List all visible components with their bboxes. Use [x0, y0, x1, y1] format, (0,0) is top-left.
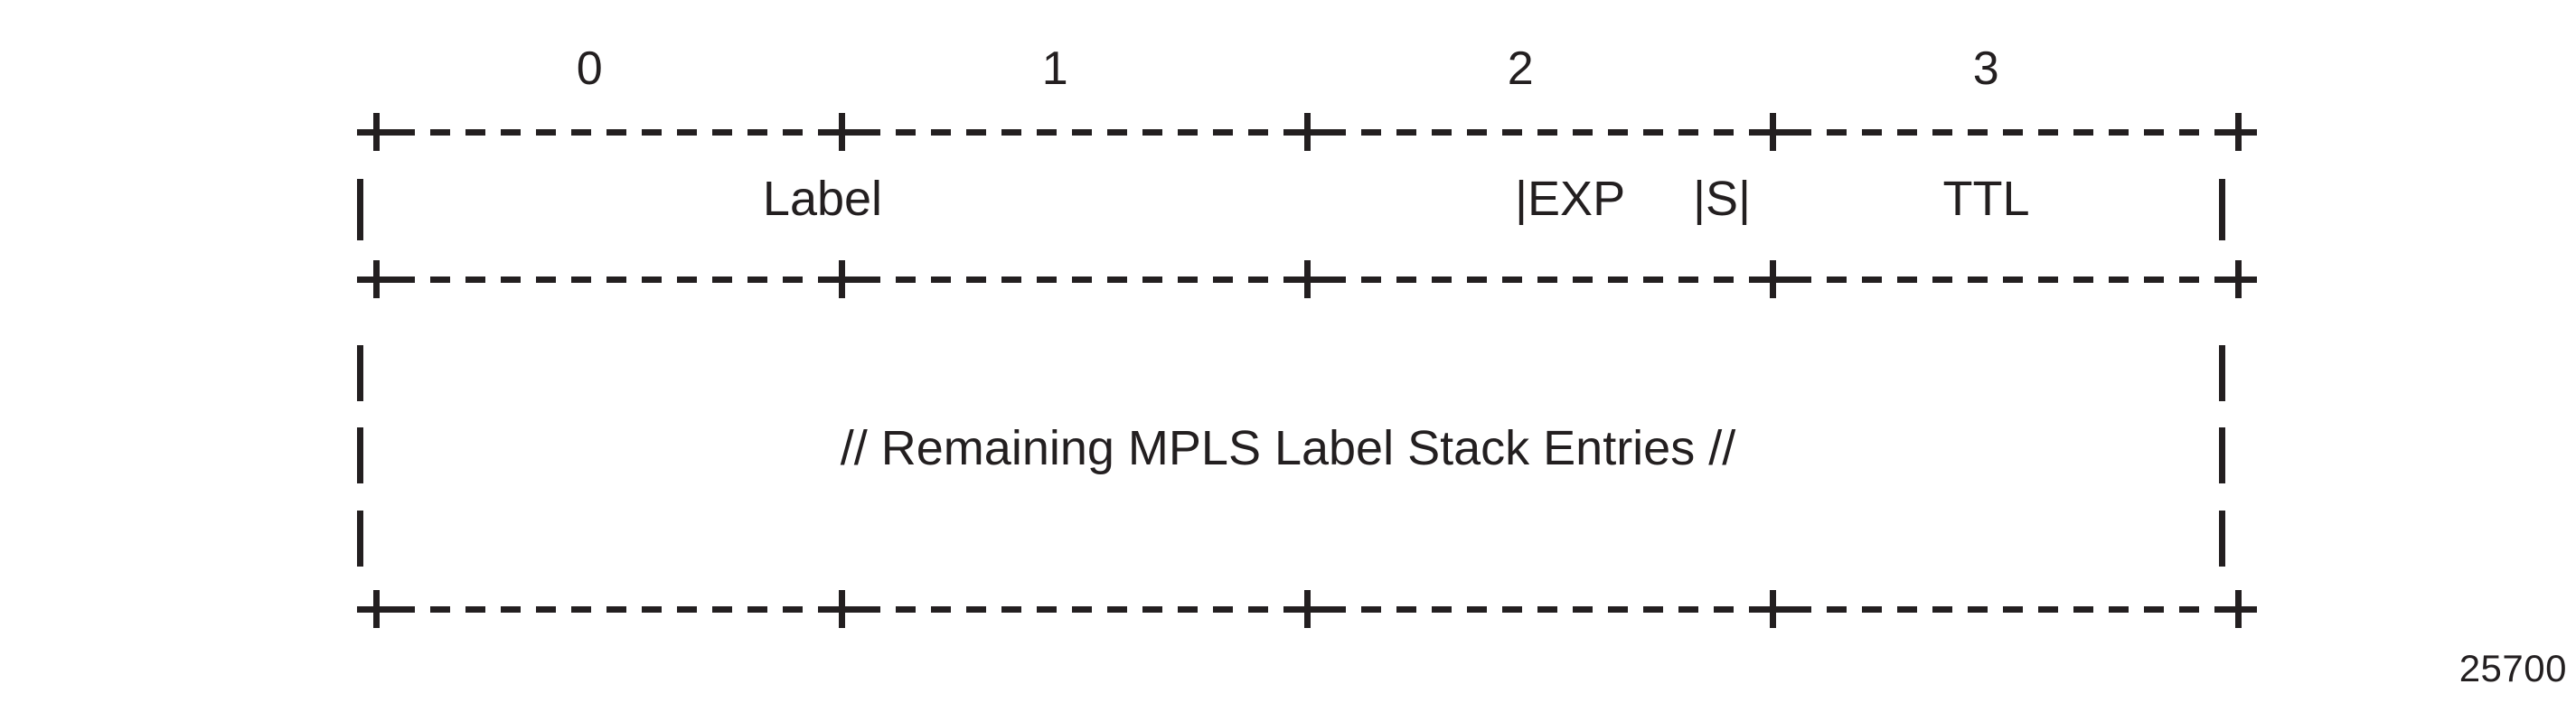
corner-plus — [1753, 260, 1791, 298]
payload-left-border — [357, 345, 363, 401]
corner-plus — [1753, 113, 1791, 151]
exp-field-text: |EXP — [1515, 172, 1626, 226]
figure-id-label: 25700 — [2458, 647, 2567, 689]
bit-offset-ruler: 0 1 2 3 — [357, 43, 2219, 94]
label-field-text: Label — [762, 172, 883, 226]
payload-left-border — [357, 511, 363, 567]
bit-offset-3: 3 — [1972, 42, 2000, 95]
corner-plus — [357, 590, 395, 628]
separator-middle — [357, 260, 2257, 298]
bit-offset-0: 0 — [576, 42, 604, 95]
header-row-left-border — [357, 179, 363, 240]
payload-left-border — [357, 427, 363, 483]
bit-offset-2: 2 — [1507, 42, 1535, 95]
separator-top — [357, 113, 2257, 151]
payload-right-border — [2219, 427, 2225, 483]
payload-right-border — [2219, 345, 2225, 401]
corner-plus — [357, 113, 395, 151]
corner-plus — [2219, 260, 2257, 298]
ttl-field-text: TTL — [1942, 172, 2030, 226]
corner-plus — [823, 590, 860, 628]
corner-plus — [357, 260, 395, 298]
corner-plus — [1288, 260, 1326, 298]
corner-plus — [2219, 113, 2257, 151]
payload-text: // Remaining MPLS Label Stack Entries // — [840, 421, 1736, 475]
corner-plus — [2219, 590, 2257, 628]
payload-right-border — [2219, 511, 2225, 567]
bit-offset-1: 1 — [1041, 42, 1069, 95]
s-field-text: |S| — [1693, 172, 1752, 226]
corner-plus — [1288, 590, 1326, 628]
corner-plus — [1288, 113, 1326, 151]
corner-plus — [1753, 590, 1791, 628]
separator-bottom — [357, 590, 2257, 628]
header-row-right-border — [2219, 179, 2225, 240]
corner-plus — [823, 260, 860, 298]
corner-plus — [823, 113, 860, 151]
